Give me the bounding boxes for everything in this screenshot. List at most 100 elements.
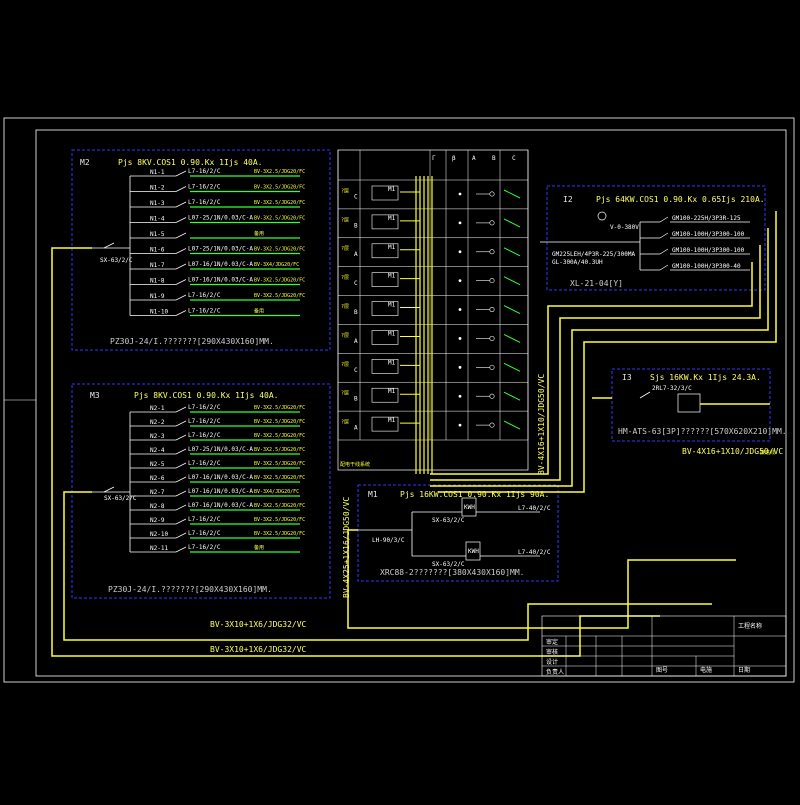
kwh-meter-label: KWH [468, 548, 479, 555]
wire-riser-i2-b [430, 245, 761, 481]
panel-i2-feeder-label: GM100-100H/3P300-100 [672, 247, 745, 254]
circuit-cable-label: 备用 [254, 230, 264, 237]
circuit-cable-label: BV-3X2.5/JDG20/FC [254, 461, 305, 467]
riser-floor-label: ?层 [341, 362, 349, 368]
feeder-wires [51, 211, 777, 657]
title-label-2: 设计 [546, 658, 558, 666]
title-label-3: 负责人 [546, 668, 564, 676]
riser-header-label: Γ [432, 155, 436, 162]
panel-m2-border [71, 149, 331, 351]
riser-floor-label: ?层 [341, 188, 349, 194]
circuit-cable-label: BV-3X2.5/JDG20/FC [254, 293, 305, 299]
panel-m3-main-switch: SX-63/2/C [104, 495, 137, 502]
riser-header-label: B [492, 155, 496, 162]
circuit-breaker-label: L7-16/2/C [188, 418, 221, 425]
riser-header-label: β [452, 155, 456, 162]
panel-i2-tag: I2 [563, 195, 573, 204]
circuit-number: N1-9 [150, 293, 165, 300]
breaker-symbol [659, 264, 669, 271]
riser-green-tap [503, 362, 521, 372]
riser-header-label: C [512, 155, 516, 162]
junction-dot [458, 337, 462, 340]
junction-dot [458, 250, 462, 254]
kwh-meter-label: KWH [464, 504, 475, 511]
breaker-symbol [175, 201, 187, 208]
circuit-number: N1-10 [150, 309, 168, 316]
panel-i2: I2 Pjs 64KW.COS1 0.90.Kx 0.65Ijs 210A. V… [540, 185, 766, 291]
riser-green-tap [503, 276, 521, 286]
circuit-number: N2-5 [150, 461, 165, 468]
panel-m1: M1 Pjs 16KW.COS1 0.90.Kx 1Ijs 90A. LH-90… [342, 484, 559, 598]
panel-m2-main-switch-symbol [103, 242, 115, 249]
panel-m1-tag: M1 [368, 490, 378, 499]
meter-module-label: M1 [388, 302, 396, 309]
panel-i3-spec: Sjs 16KW.Kx 1Ijs 24.3A. [650, 373, 761, 382]
breaker-symbol [659, 232, 669, 239]
breaker-symbol [175, 248, 187, 254]
panel-m2: M2 Pjs 8KV.COS1 0.90.Kx 1Ijs 40A. PZ30J-… [71, 149, 331, 351]
kwh-meter [465, 541, 481, 561]
breaker-symbol [175, 546, 187, 553]
circuit-cable-label: BV-3X2.5/JDG20/FC [254, 216, 305, 222]
wire-riser-i2-d [438, 211, 777, 493]
circuit-number: N2-2 [150, 419, 165, 426]
panel-i3-model: HM-ATS-63[3P]??????[570X620X210]MM. [618, 427, 787, 436]
circuit-cable-label: BV-3X2.5/JDG20/FC [254, 433, 305, 439]
circuit-breaker-label: L7-16/2/C [188, 530, 221, 537]
meter-module [371, 330, 399, 345]
riser-cable-label: BV-4X16+1X10/JDG50/VC [537, 374, 546, 475]
circuit-breaker-label: L7-16/2/C [188, 432, 221, 439]
meter-module-label: M1 [388, 273, 396, 280]
riser-floor-label: ?层 [341, 217, 349, 223]
breaker-symbol [175, 462, 187, 469]
wire-m1-supply [347, 529, 736, 629]
circuit-cable-label: BV-3X2.5/JDG20/FC [254, 517, 305, 523]
riser-floor-label: ?层 [341, 333, 349, 339]
meter-module [371, 301, 399, 316]
transfer-switch-symbol [639, 391, 651, 399]
title-bottom-0: 图号 [656, 667, 668, 674]
junction-dot [458, 423, 462, 427]
panel-i2-feeder-label: GM100-100H/3P300-100 [672, 231, 745, 238]
riser-green-tap [503, 218, 521, 228]
riser-phase-label: A [354, 425, 358, 432]
panel-i2-feeder-label: GM100-100H/3P300-40 [672, 263, 741, 270]
circuit-number: N1-3 [150, 200, 165, 207]
breaker-symbol [175, 518, 187, 525]
meter-module [371, 416, 399, 432]
riser-green-tap [503, 333, 521, 343]
title-label-0: 审定 [546, 638, 558, 646]
breaker-symbol [175, 170, 187, 177]
panel-m2-spec: Pjs 8KV.COS1 0.90.Kx 1Ijs 40A. [118, 158, 263, 167]
panel-m1-model: XRC88-2???????[380X430X160]MM. [380, 568, 525, 577]
circuit-cable-label: BV-3X2.5/JDG20/FC [254, 200, 305, 206]
panel-m2-main-switch: SX-63/2/C [100, 257, 133, 264]
panel-i2-feeder: GM100-100H/3P300-100 [640, 231, 750, 239]
riser-phase-label: C [354, 367, 358, 374]
circuit-number: N2-6 [150, 475, 165, 482]
circuit-cable-label: BV-3X2.5/JDG20/FC [254, 169, 305, 175]
riser-phase-label: A [354, 338, 358, 345]
meter-module [371, 272, 399, 287]
meter-module [371, 185, 399, 201]
inner-frame [35, 129, 787, 677]
breaker-symbol [175, 504, 187, 511]
terminal-icon [489, 422, 495, 428]
meter-module [371, 243, 399, 259]
circuit-cable-label: 备用 [254, 544, 264, 551]
